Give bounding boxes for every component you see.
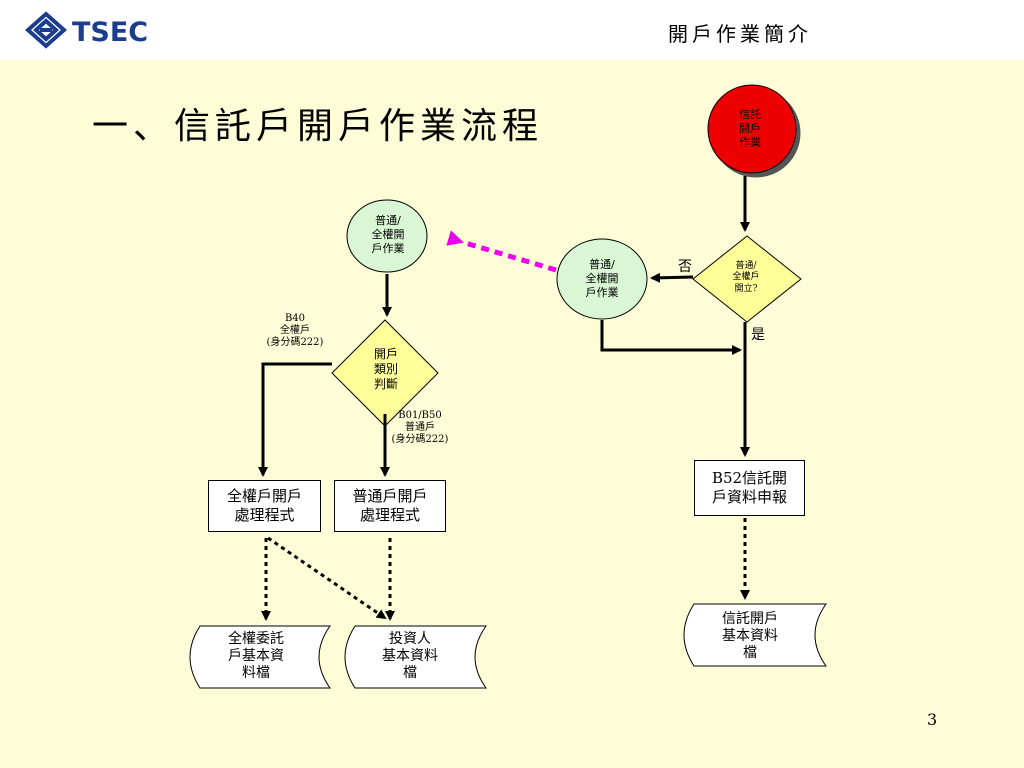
decision-type-label: 開戶 類別 判斷 (373, 347, 398, 391)
file-investor-shape (344, 625, 487, 689)
file-investor-label: 投資人 基本資料 檔 (382, 631, 438, 681)
process-right-node (556, 238, 648, 320)
b01-label: B01/B50 普通戶 (身分碼222) (391, 410, 449, 445)
process-right-label: 普通/ 全權開 戶作業 (585, 258, 619, 299)
process-left-label: 普通/ 全權開 戶作業 (371, 214, 405, 255)
dashed-arrow-to-left-process (446, 230, 557, 273)
file-full-shape (189, 625, 331, 689)
page-title: 一、信託戶開戶作業流程 (92, 106, 544, 147)
b40-label: B40 全權戶 (身分碼222) (266, 313, 324, 348)
arrow-process-to-main (600, 320, 742, 355)
svg-text:TSEC: TSEC (72, 17, 148, 48)
no-label: 否 (678, 259, 692, 275)
b52-report-label: B52信託開 戶資料申報 (711, 468, 788, 507)
arrow-no (650, 272, 694, 283)
full-account-process-label: 全權戶開戶 處理程式 (226, 486, 302, 525)
arrow-type-to-full (258, 362, 332, 477)
decision-open-label: 普通/ 全權戶 開立? (732, 261, 760, 294)
header-title: 開戶作業簡介 (668, 22, 812, 46)
tsec-logo-icon: TSEC (24, 11, 148, 49)
file-trust-label: 信託開戶 基本資料 檔 (722, 611, 778, 661)
normal-account-process-label: 普通戶開戶 處理程式 (352, 486, 428, 525)
start-node (707, 84, 797, 174)
full-account-process-box: 全權戶開戶 處理程式 (208, 480, 321, 532)
page-number: 3 (927, 710, 938, 729)
process-left-node (346, 199, 428, 273)
file-trust-shape (683, 603, 827, 667)
yes-label: 是 (751, 327, 765, 343)
slide-background (0, 60, 1024, 768)
dotted-arrow-full-to-investor (267, 536, 387, 620)
normal-account-process-box: 普通戶開戶 處理程式 (334, 480, 446, 532)
header-bar: TSEC 開戶作業簡介 (0, 0, 1024, 60)
file-full-label: 全權委託 戶基本資 料檔 (228, 631, 284, 681)
decision-open-node (692, 235, 802, 323)
b52-report-box: B52信託開 戶資料申報 (694, 460, 805, 516)
start-node-label: 信託 開戶 作業 (739, 108, 761, 149)
